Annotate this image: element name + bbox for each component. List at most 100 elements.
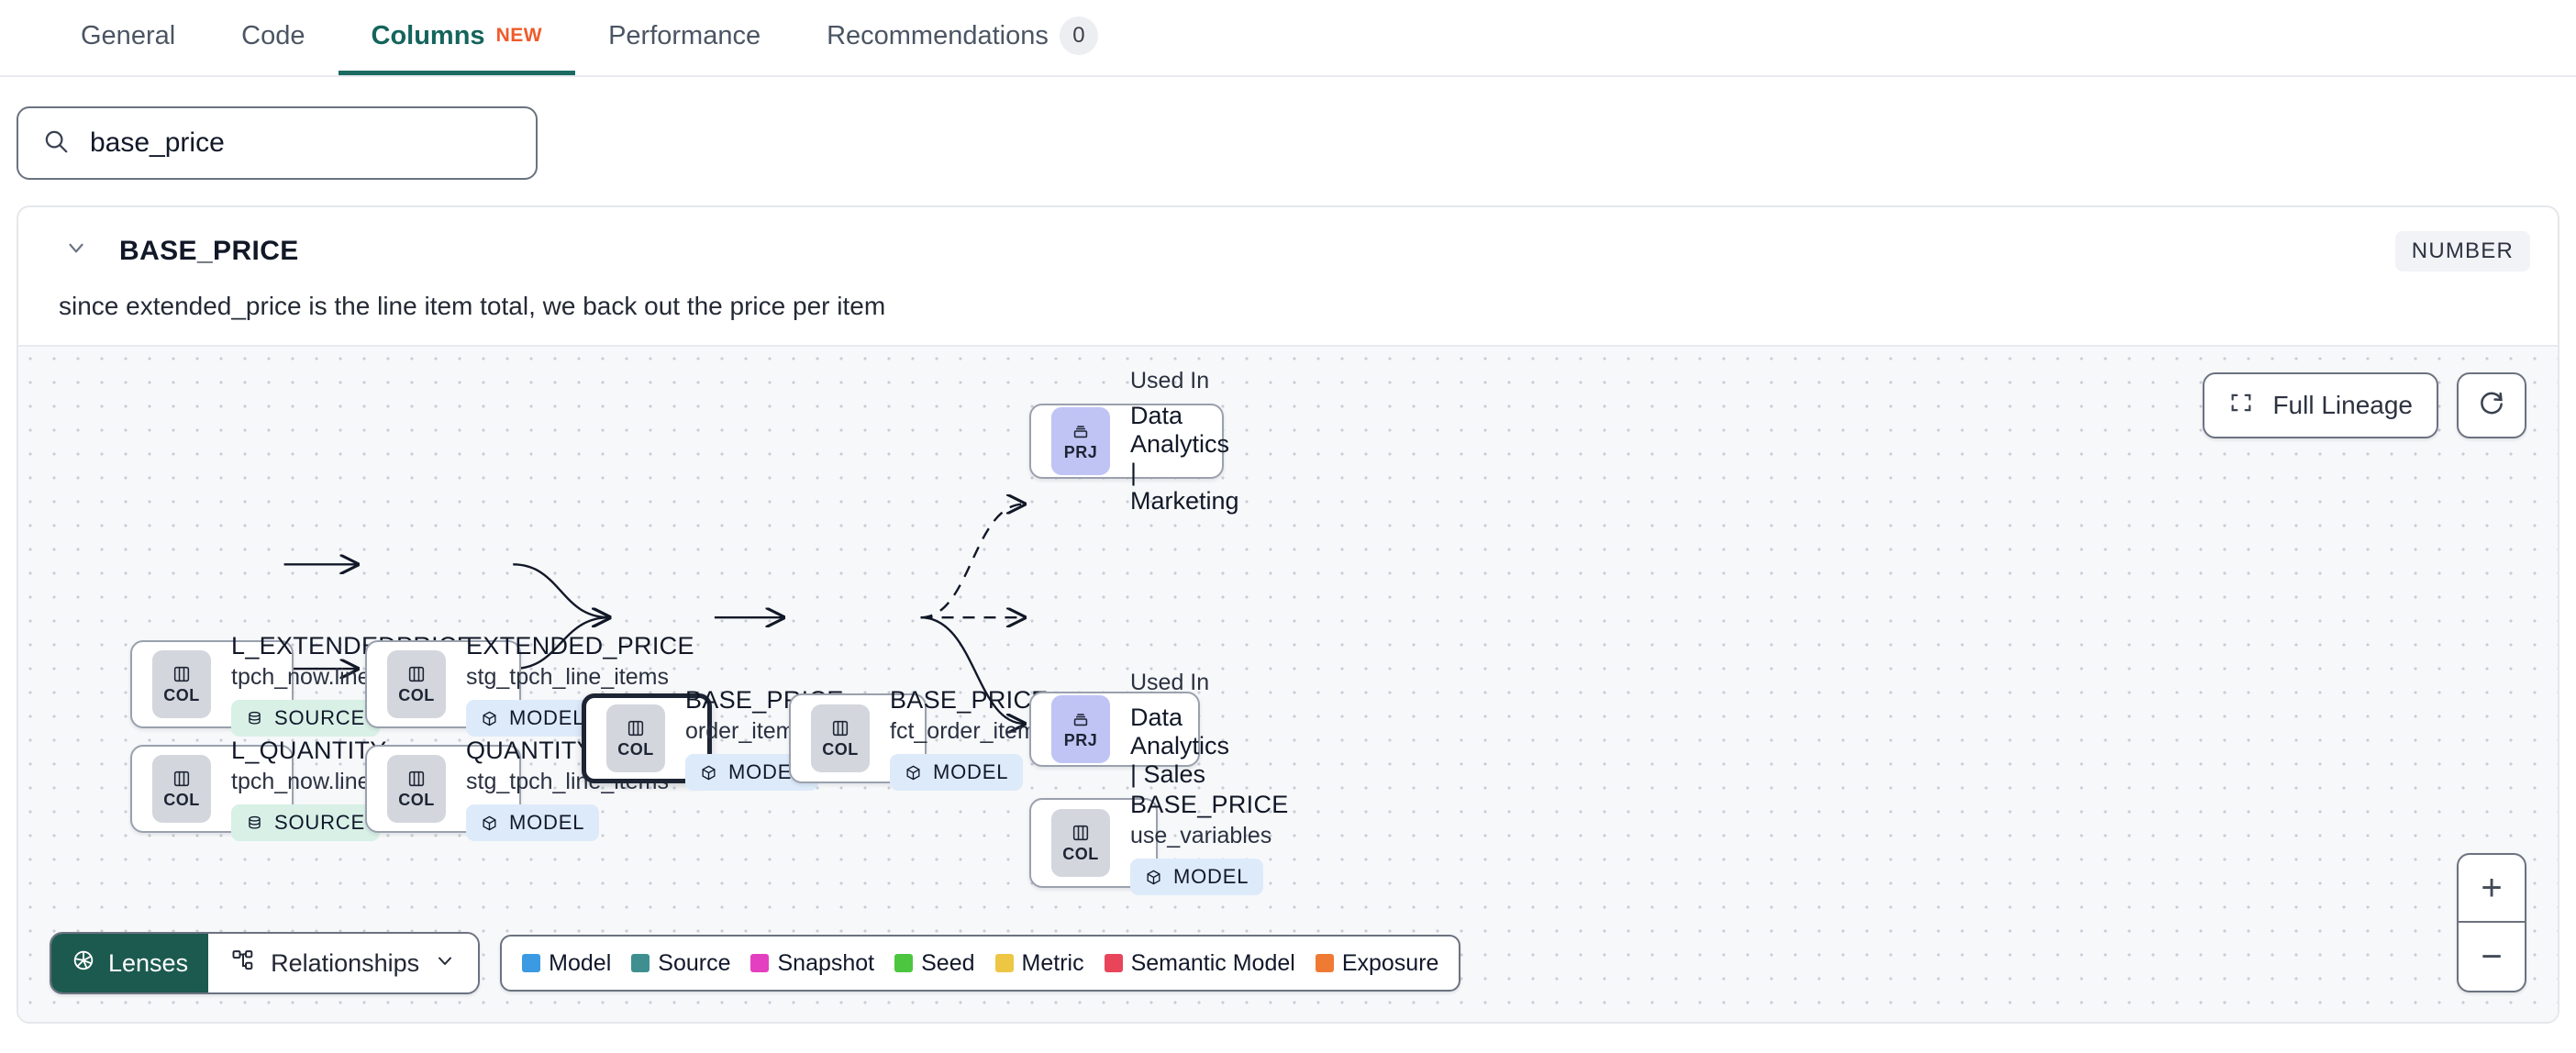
lineage-node-project-marketing[interactable]: PRJ Used In Data Analytics | Marketing (1029, 368, 1239, 515)
prj-type-tile: PRJ (1051, 695, 1110, 763)
col-type-tile: COL (387, 650, 446, 718)
tab-performance[interactable]: Performance (575, 0, 794, 75)
node-subtitle: fct_order_items (890, 718, 1049, 744)
node-name: EXTENDED_PRICE (466, 632, 694, 660)
legend-swatch (894, 954, 914, 972)
legend-label: Snapshot (777, 949, 875, 976)
search-icon (42, 127, 70, 160)
legend-item: Model (522, 950, 611, 977)
page-title: BASE_PRICE (119, 236, 299, 266)
chevron-down-icon (434, 949, 456, 978)
used-in-label: Used In (1130, 367, 1210, 393)
column-header: BASE_PRICE NUMBER (18, 207, 2558, 272)
database-icon (249, 815, 261, 829)
search-section (0, 77, 2576, 180)
used-in-label: Used In (1130, 670, 1210, 695)
node-badge-model: MODEL (466, 804, 600, 841)
column-icon (173, 666, 190, 682)
node-subtitle: use_variables (1130, 823, 1272, 848)
prj-tile-label: PRJ (1063, 442, 1098, 461)
relationships-icon (230, 948, 256, 980)
node-badge-model: MODEL (466, 700, 600, 737)
lineage-node-base-price-use-variables[interactable]: COL BASE_PRICE use_variables MODEL (1029, 791, 1288, 895)
tab-label: General (81, 20, 176, 50)
tab-label: Performance (608, 20, 761, 50)
zoom-in-button[interactable]: + (2459, 855, 2525, 923)
legend-label: Metric (1021, 949, 1084, 976)
search-box[interactable] (17, 106, 538, 180)
node-badge-model: MODEL (890, 754, 1024, 791)
legend-swatch (750, 954, 770, 972)
legend-swatch (994, 954, 1014, 972)
tab-label: Code (241, 20, 305, 50)
project-name: Data Analytics | Marketing (1130, 401, 1239, 515)
lineage-node-l-extendedprice[interactable]: COL L_EXTENDEDPRICE tpch_now.lineitem SO… (130, 632, 473, 737)
tab-bar: General Code Columns NEW Performance Rec… (0, 0, 2576, 77)
node-badge-model: MODEL (1130, 859, 1264, 895)
col-tile-label: COL (398, 790, 435, 809)
relationships-button[interactable]: Relationships (208, 934, 479, 992)
node-badge-label: MODEL (509, 811, 585, 834)
col-tile-label: COL (163, 685, 200, 704)
project-icon (1073, 425, 1088, 438)
col-tile-label: COL (163, 790, 200, 809)
lineage-node-l-quantity[interactable]: COL L_QUANTITY tpch_now.lineitem SOURCE (130, 737, 414, 841)
node-badge-label: MODEL (509, 706, 585, 729)
lineage-node-base-price-fct-order-items[interactable]: COL BASE_PRICE fct_order_items MODEL (789, 686, 1048, 791)
legend-swatch (522, 954, 541, 972)
legend-item: Metric (994, 949, 1084, 977)
col-type-tile: COL (152, 755, 211, 823)
lenses-button[interactable]: Lenses (51, 934, 209, 992)
node-badge-label: SOURCE (274, 706, 365, 729)
legend-swatch (1104, 954, 1123, 972)
tab-label: Columns (371, 20, 485, 50)
legend-swatch (1315, 954, 1334, 972)
col-type-tile: COL (811, 704, 870, 772)
lineage-node-base-price-order-items[interactable]: COL BASE_PRICE order_items MODEL (582, 686, 843, 791)
lineage-canvas[interactable]: COL L_EXTENDEDPRICE tpch_now.lineitem SO… (18, 345, 2558, 1022)
column-icon (408, 666, 425, 682)
node-name: L_QUANTITY (231, 737, 387, 764)
tab-columns[interactable]: Columns NEW (338, 0, 576, 75)
cube-icon (483, 711, 496, 726)
lineage-node-project-sales[interactable]: PRJ Used In Data Analytics | Sales (1029, 670, 1229, 788)
column-icon (173, 770, 190, 786)
node-badge-source: SOURCE (231, 700, 380, 737)
cube-icon (906, 765, 920, 780)
tab-code[interactable]: Code (208, 0, 338, 75)
full-lineage-label: Full Lineage (2272, 391, 2413, 419)
search-input[interactable] (90, 127, 512, 159)
legend-label: Semantic Model (1130, 949, 1295, 976)
new-badge: NEW (495, 24, 543, 46)
col-type-tile: COL (152, 650, 211, 718)
column-card: BASE_PRICE NUMBER since extended_price i… (17, 205, 2559, 1024)
column-icon (408, 770, 425, 786)
node-name: QUANTITY (466, 737, 594, 764)
zoom-out-button[interactable]: − (2481, 936, 2503, 977)
chevron-down-icon[interactable] (64, 236, 88, 263)
col-type-tile: COL (387, 755, 446, 823)
legend-label: Seed (921, 949, 975, 976)
project-icon (1073, 713, 1088, 726)
prj-tile-label: PRJ (1063, 730, 1098, 749)
project-name: Data Analytics | Sales (1130, 704, 1230, 788)
tab-recommendations[interactable]: Recommendations 0 (794, 0, 1131, 75)
prj-type-tile: PRJ (1051, 407, 1110, 475)
refresh-icon (2477, 388, 2506, 424)
expand-icon (2228, 390, 2254, 422)
node-badge-source: SOURCE (231, 804, 380, 841)
aperture-icon (72, 948, 95, 979)
refresh-button[interactable] (2457, 372, 2526, 438)
tab-general[interactable]: General (48, 0, 208, 75)
legend-item: Source (631, 950, 730, 977)
legend-label: Exposure (1341, 949, 1439, 976)
relationships-label: Relationships (271, 948, 420, 977)
lineage-node-extended-price[interactable]: COL EXTENDED_PRICE stg_tpch_line_items M… (365, 632, 694, 737)
legend-item: Seed (894, 949, 975, 977)
lineage-node-quantity[interactable]: COL QUANTITY stg_tpch_line_items MODEL (365, 737, 669, 841)
legend-label: Model (549, 949, 612, 976)
full-lineage-button[interactable]: Full Lineage (2203, 372, 2438, 438)
node-type-legend: Model Source Snapshot Seed Metric Semantic Mo… (500, 935, 1461, 992)
lens-group: Lenses Relationships (50, 932, 481, 994)
col-type-tile: COL (606, 704, 665, 772)
